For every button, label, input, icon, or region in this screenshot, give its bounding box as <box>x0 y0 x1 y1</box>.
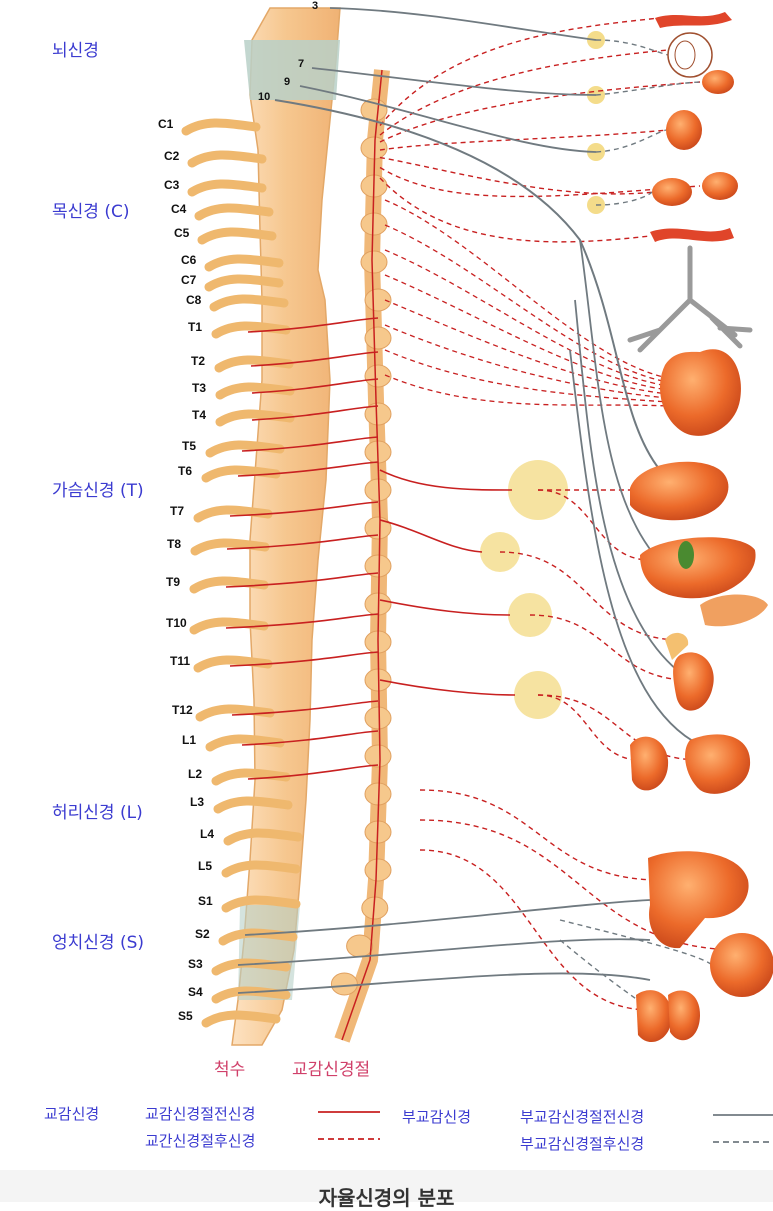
segment-label-c3: C3 <box>164 178 180 192</box>
organ-genitals <box>636 990 672 1043</box>
legend-parasympathetic: 부교감신경 <box>402 1108 472 1126</box>
legend-para-postganglionic: 부교감신경절후신경 <box>520 1135 645 1153</box>
segment-label-l5: L5 <box>198 859 213 873</box>
region-sacral-label: 엉치신경 (S) <box>52 933 145 953</box>
caption-bar <box>0 1170 773 1202</box>
segment-label-c7: C7 <box>181 273 197 287</box>
organ-kidney <box>673 652 714 711</box>
organ-lacrimal-gland <box>702 70 734 94</box>
segment-label-s3: S3 <box>188 957 203 971</box>
segment-label-t5: T5 <box>182 439 197 453</box>
spinal-cord-label: 척수 <box>214 1060 246 1080</box>
cranial-nerve-10: 10 <box>258 91 271 103</box>
segment-label-t4: T4 <box>192 408 207 422</box>
organ-ciliary-vessel <box>655 12 732 28</box>
organ-bladder <box>710 933 773 997</box>
segment-label-t10: T10 <box>166 616 187 630</box>
organ-colon <box>648 851 749 949</box>
organ-liver <box>640 537 756 599</box>
segment-label-t9: T9 <box>166 575 181 589</box>
cranial-nerve-3: 3 <box>312 0 319 12</box>
segment-label-s1: S1 <box>198 894 213 908</box>
segment-label-c4: C4 <box>171 202 187 216</box>
cranial-nerve-7: 7 <box>298 58 305 70</box>
segment-label-s4: S4 <box>188 985 203 999</box>
segment-label-c8: C8 <box>186 293 202 307</box>
segment-label-t11: T11 <box>170 654 191 668</box>
sympathetic-ganglion-label: 교감신경절 <box>292 1060 371 1080</box>
segment-label-t2: T2 <box>191 354 206 368</box>
figure-caption: 자율신경의 분포 <box>318 1186 455 1210</box>
organ-heart <box>660 349 741 436</box>
segment-label-c2: C2 <box>164 149 180 163</box>
sympathetic-chain <box>330 69 392 1043</box>
segment-label-t12: T12 <box>172 703 193 717</box>
legend-lines <box>318 1111 773 1143</box>
segment-label-t7: T7 <box>170 504 185 518</box>
segment-label-t8: T8 <box>167 537 182 551</box>
segment-label-t1: T1 <box>188 320 203 334</box>
organ-trachea-lungs <box>627 245 753 353</box>
segment-label-l4: L4 <box>200 827 215 841</box>
segment-label-c5: C5 <box>174 226 190 240</box>
target-organs <box>627 12 773 1043</box>
segment-label-l1: L1 <box>182 733 197 747</box>
organ-pancreas <box>700 594 768 627</box>
region-thoracic-label: 가슴신경 (T) <box>52 481 144 501</box>
spinal-nerve-roots <box>181 118 303 1028</box>
segment-label-l3: L3 <box>190 795 205 809</box>
segment-label-t6: T6 <box>178 464 193 478</box>
segment-label-c1: C1 <box>158 117 174 131</box>
spinal-cord <box>231 7 341 1046</box>
legend-sym-preganglionic: 교감신경절전신경 <box>145 1105 256 1123</box>
region-cervical-label: 목신경 (C) <box>52 202 130 222</box>
organ-adrenal <box>665 632 689 660</box>
segment-label-s5: S5 <box>178 1009 193 1023</box>
organ-small-intestine <box>630 736 669 791</box>
legend-sym-postganglionic: 교간신경절후신경 <box>145 1132 256 1150</box>
region-lumbar-label: 허리신경 (L) <box>52 803 143 823</box>
cranial-nerve-9: 9 <box>284 76 291 88</box>
segment-label-c6: C6 <box>181 253 197 267</box>
legend-para-preganglionic: 부교감신경절전신경 <box>520 1108 645 1126</box>
segment-label-s2: S2 <box>195 927 210 941</box>
region-cranial-label: 뇌신경 <box>52 41 99 61</box>
segment-label-t3: T3 <box>192 381 207 395</box>
legend-sympathetic: 교감신경 <box>44 1105 100 1123</box>
segment-label-l2: L2 <box>188 767 203 781</box>
organ-stomach <box>630 461 729 521</box>
organ-salivary-gland <box>666 110 702 150</box>
